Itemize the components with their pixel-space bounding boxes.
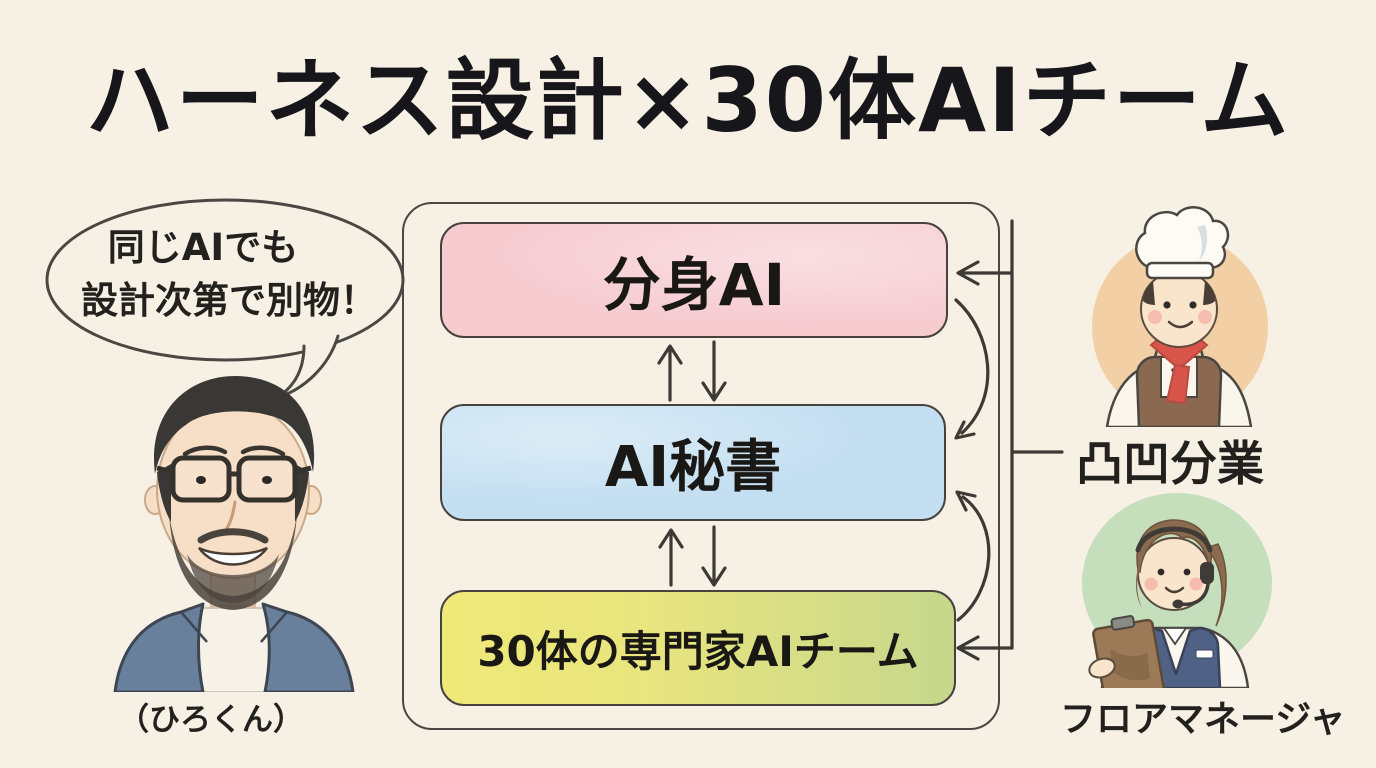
portrait-eye-left [196, 476, 206, 484]
chef-toque-band [1145, 261, 1215, 280]
portrait-sideburn-left [157, 464, 171, 522]
box-expert-team-label: 30体の専門家AIチーム [477, 626, 919, 676]
chef-blush-left [1148, 310, 1162, 324]
chef-illustration [1092, 206, 1268, 427]
manager-blush-right [1189, 577, 1203, 591]
speech-bubble-text: 同じAIでも 設計次第で別物！ [42, 222, 408, 327]
headset-mic-icon [1172, 599, 1184, 609]
speech-bubble: 同じAIでも 設計次第で別物！ [42, 196, 412, 411]
chef-blush-right [1198, 310, 1212, 324]
floor-manager-label: フロアマネージャ [1060, 699, 1346, 740]
division-label: 凸凹分業 [1076, 437, 1264, 492]
box-ai-hisho: AI秘書 [440, 404, 946, 521]
portrait-blazer-left [113, 602, 205, 692]
chef-toque-shading [1197, 225, 1207, 261]
speech-line-2: 設計次第で別物！ [81, 278, 377, 322]
portrait-nose [225, 500, 237, 530]
page-title: ハーネス設計×30体AIチーム [85, 49, 1291, 152]
manager-hand [1088, 657, 1116, 679]
portrait-sideburn-right [295, 464, 309, 522]
manager-blush-left [1144, 577, 1158, 591]
hiro-portrait-illustration [113, 376, 355, 692]
portrait-hair [154, 376, 315, 474]
manager-ponytail [1204, 543, 1227, 627]
headset-earcup-icon [1200, 562, 1214, 584]
box-expert-team: 30体の専門家AIチーム [440, 590, 956, 706]
person-caption: （ひろくん） [118, 702, 304, 738]
headset-band-icon [1135, 526, 1213, 553]
chef-smile [1167, 320, 1194, 329]
chef-toque-top [1135, 206, 1230, 269]
manager-collar [1162, 627, 1188, 646]
portrait-eye-right [262, 476, 272, 484]
clipboard-icon [1092, 615, 1166, 688]
chef-hair-right [1203, 281, 1215, 305]
manager-eye-right [1183, 568, 1191, 576]
manager-hair-side [1135, 568, 1142, 608]
box-bunshin-ai: 分身AI [440, 222, 948, 338]
manager-name-badge [1195, 649, 1214, 659]
portrait-mustache [197, 528, 269, 544]
speech-line-1: 同じAIでも [107, 226, 299, 269]
manager-eye-left [1157, 568, 1165, 576]
portrait-beard-chin [187, 554, 279, 603]
box-ai-hisho-label: AI秘書 [604, 435, 782, 500]
box-bunshin-ai-label: 分身AI [602, 251, 786, 319]
chef-eye-right [1189, 301, 1197, 309]
glasses-bridge [156, 465, 312, 477]
manager-smile [1164, 586, 1185, 594]
portrait-smile [197, 546, 269, 566]
portrait-eyebrows [182, 445, 286, 457]
portrait-blazer-right [261, 602, 355, 692]
chef-hair-left [1143, 281, 1155, 305]
portrait-lapels [180, 611, 288, 643]
chef-eye-left [1163, 301, 1171, 309]
chef-neckerchief-tail [1165, 363, 1191, 405]
floor-manager-illustration [1082, 493, 1272, 688]
